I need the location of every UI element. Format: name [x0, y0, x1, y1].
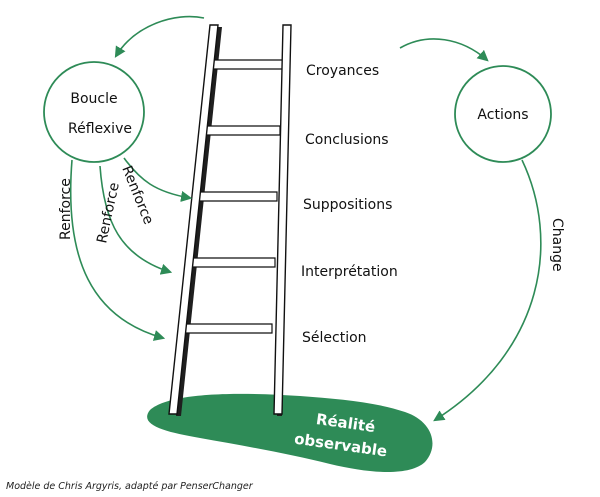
rung-label-conclusions: Conclusions — [305, 132, 389, 148]
reflexive-loop-label-2: Réflexive — [68, 121, 132, 137]
ladder-left-rail — [168, 24, 219, 415]
actions-circle — [454, 65, 552, 163]
ladder-rung — [191, 257, 276, 268]
reflexive-loop-circle — [43, 61, 145, 163]
reinforce-label-inner: Renforce — [118, 164, 156, 227]
credit-caption: Modèle de Chris Argyris, adapté par Pens… — [6, 481, 253, 492]
ladder-rung — [184, 323, 273, 334]
ladder-rung — [198, 191, 278, 202]
actions-label: Actions — [477, 107, 528, 123]
arrow-actions-to-reality — [433, 159, 542, 422]
arrow-reinforce-suppositions — [123, 157, 193, 203]
arrow-ladder-to-actions — [399, 38, 489, 62]
arrow-ladder-to-loop — [114, 15, 205, 58]
arrow-reinforce-interpretation — [99, 165, 173, 275]
arrow-reinforce-selection — [69, 159, 166, 341]
observable-reality-blob — [147, 393, 433, 472]
reinforce-label-outer: Renforce — [58, 178, 74, 240]
rung-label-croyances: Croyances — [306, 63, 379, 79]
rung-label-interpretation: Interprétation — [301, 264, 398, 280]
rung-label-selection: Sélection — [302, 330, 367, 346]
rung-label-suppositions: Suppositions — [303, 197, 392, 213]
change-label: Change — [549, 218, 565, 272]
ladder-rung — [205, 125, 281, 136]
ladder — [168, 24, 292, 416]
ladder-rung — [212, 59, 284, 70]
reflexive-loop-label-1: Boucle — [70, 91, 117, 107]
ladder-right-rail — [273, 24, 292, 415]
